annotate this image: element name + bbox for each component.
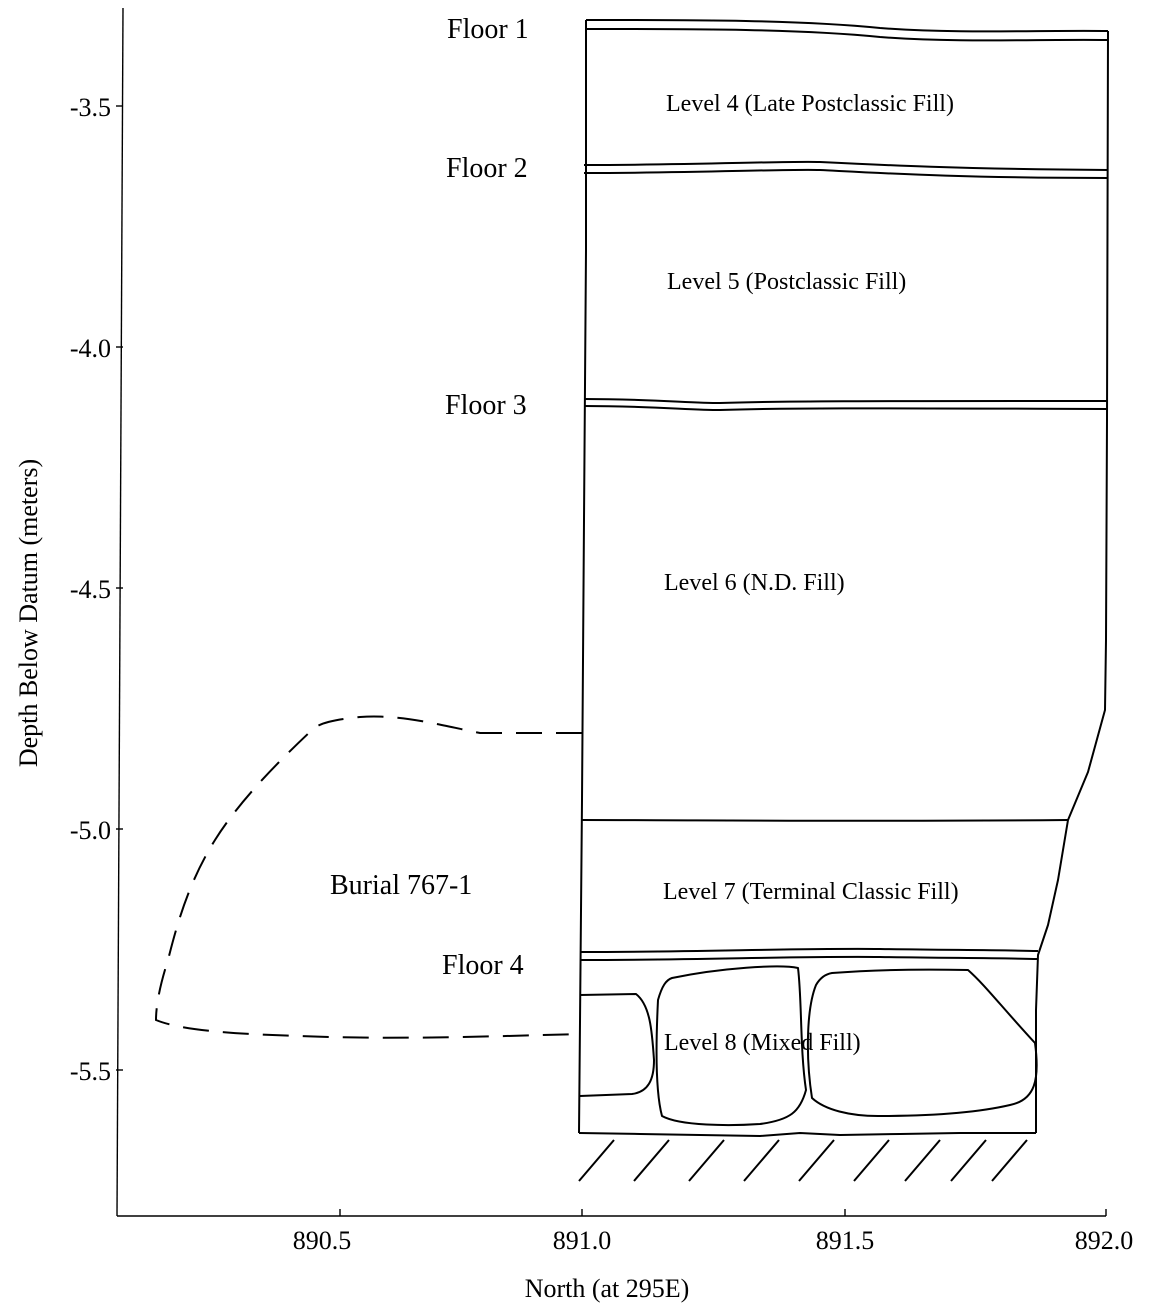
floor-lines (579, 19, 1109, 961)
level-label: Level 5 (Postclassic Fill) (667, 269, 906, 295)
right-wall (1035, 30, 1109, 1133)
x-axis-title: North (at 295E) (525, 1274, 690, 1303)
y-tick-label: -5.5 (70, 1057, 111, 1086)
floor-3-line (583, 398, 1109, 405)
floor-1-line (585, 19, 1109, 33)
stone (579, 993, 655, 1097)
level-8-stones (579, 965, 1038, 1127)
y-axis-line (116, 7, 124, 1217)
level-labels: Level 4 (Late Postclassic Fill) Level 5 … (663, 91, 959, 1056)
floor-3-line (583, 405, 1109, 412)
y-tick-label: -4.0 (70, 334, 111, 363)
y-axis-title: Depth Below Datum (meters) (14, 459, 43, 767)
hatch-line (743, 1139, 780, 1182)
level-label: Level 8 (Mixed Fill) (664, 1030, 861, 1056)
floor-label: Floor 1 (447, 14, 529, 45)
y-tick-label: -4.5 (70, 575, 111, 604)
floor-2-line (583, 160, 1109, 171)
hatch-line (633, 1139, 670, 1182)
hatch-line (688, 1139, 725, 1182)
left-wall (578, 20, 587, 1134)
level-label: Level 7 (Terminal Classic Fill) (663, 879, 959, 905)
floor-label: Floor 3 (445, 390, 527, 421)
hatch-line (853, 1139, 890, 1182)
floor-2-line (583, 168, 1109, 179)
hatch-line (991, 1139, 1028, 1182)
hatch-line (904, 1139, 941, 1182)
x-tick-label: 892.0 (1075, 1226, 1134, 1255)
y-tick-label: -3.5 (70, 93, 111, 122)
bottom-line (578, 1132, 1036, 1137)
stone (655, 965, 807, 1127)
floor-label: Floor 4 (442, 950, 524, 981)
x-tick-label: 891.5 (816, 1226, 875, 1255)
sterile-hatching (578, 1139, 1028, 1182)
floor-4-line (579, 947, 1039, 953)
level-7-top-line (581, 819, 1069, 822)
floor-1-line (585, 28, 1109, 42)
floor-4-line (579, 955, 1039, 961)
axes: -3.5 -4.0 -4.5 -5.0 -5.5 890.5 891.0 891… (14, 7, 1134, 1303)
y-tick-label: -5.0 (70, 816, 111, 845)
burial-label: Burial 767-1 (330, 870, 472, 901)
floor-labels: Floor 1 Floor 2 Floor 3 Floor 4 (442, 14, 529, 981)
hatch-line (578, 1139, 615, 1182)
stone (806, 968, 1038, 1117)
hatch-line (798, 1139, 835, 1182)
floor-label: Floor 2 (446, 153, 528, 184)
level-label: Level 6 (N.D. Fill) (664, 570, 845, 596)
x-tick-label: 891.0 (553, 1226, 612, 1255)
hatch-line (950, 1139, 987, 1182)
level-label: Level 4 (Late Postclassic Fill) (666, 91, 954, 117)
x-tick-label: 890.5 (293, 1226, 352, 1255)
